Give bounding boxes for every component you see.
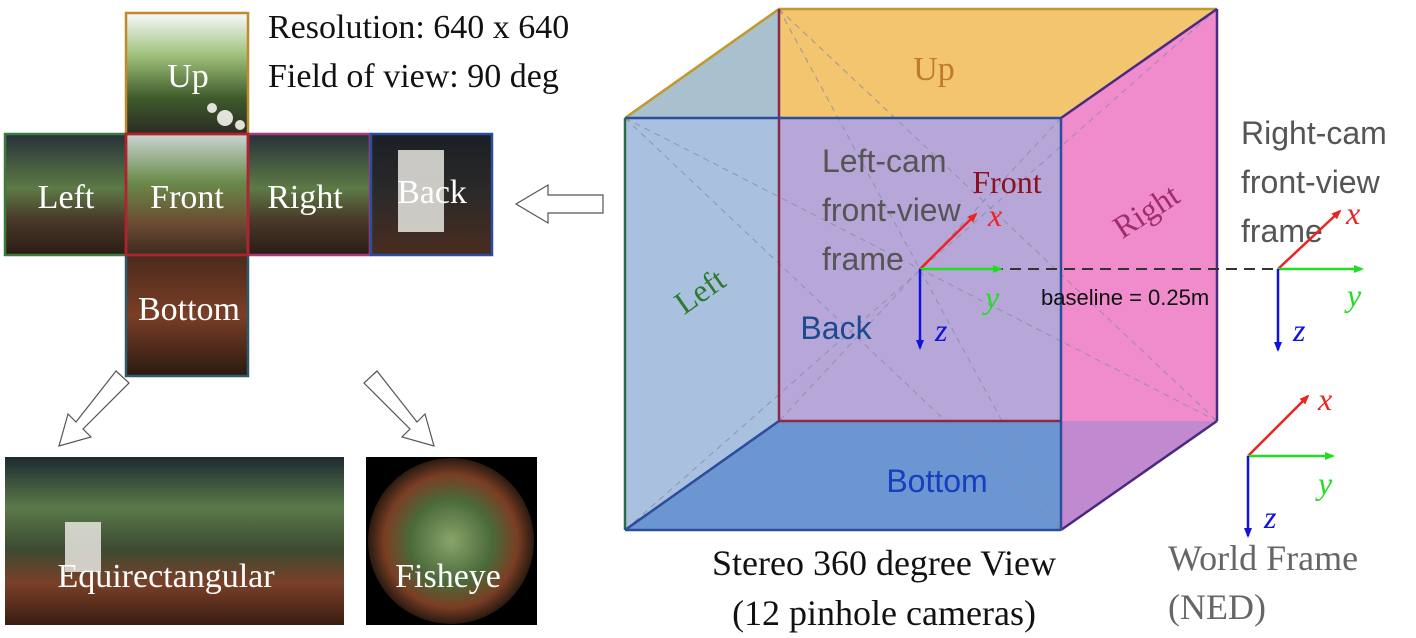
right-cam-z-label: z — [1292, 312, 1306, 348]
left-cam-label-line2: front-view — [822, 192, 962, 228]
cube-left-panel — [625, 118, 779, 530]
world-frame-axes: x y z — [1244, 381, 1335, 538]
cubemap-bottom-face — [124, 253, 250, 378]
hollow-arrow-to-equirect — [58, 370, 130, 447]
fisheye-label: Fisheye — [395, 558, 501, 595]
right-cam-x-label: x — [1345, 195, 1360, 231]
cube-bottom-front — [625, 421, 1061, 530]
left-cam-label-line3: frame — [822, 241, 904, 277]
cubemap-back-label: Back — [397, 174, 467, 211]
cubemap-left-face — [3, 132, 129, 257]
cube-caption-line2: (12 pinhole cameras) — [732, 593, 1036, 633]
cubemap-up-label: Up — [167, 58, 209, 95]
hollow-arrow-left — [514, 183, 604, 225]
resolution-text: Resolution: 640 x 640 — [268, 9, 569, 46]
left-cam-axes: x y z — [916, 197, 1003, 350]
fisheye-image: Fisheye — [366, 457, 537, 625]
cube-edges — [623, 7, 1219, 532]
right-cam-x-axis-arrow — [1277, 209, 1342, 270]
cubemap-right-label: Right — [267, 179, 343, 216]
cubemap-left-label: Left — [38, 179, 95, 216]
cubemap-front-label: Front — [150, 179, 224, 216]
cubemap-cross: Up Left Front Right Back Bottom — [3, 11, 494, 378]
right-cam-label-line2: front-view — [1241, 164, 1381, 200]
world-x-axis-arrow — [1247, 394, 1310, 457]
world-frame-label-line2: (NED) — [1168, 587, 1266, 627]
left-cam-x-label: x — [987, 197, 1002, 233]
left-cam-z-label: z — [934, 312, 948, 348]
world-x-label: x — [1317, 381, 1332, 417]
cube-bottom-label: Bottom — [886, 463, 987, 499]
cube-caption-line1: Stereo 360 degree View — [712, 543, 1056, 583]
left-cam-x-axis-arrow — [919, 212, 978, 270]
equirectangular-label: Equirectangular — [57, 558, 275, 595]
front-face-highlight — [124, 132, 250, 257]
world-frame-label-line1: World Frame — [1168, 538, 1358, 578]
up-face-light — [207, 103, 217, 113]
right-cam-axes: x y z — [1274, 195, 1364, 352]
right-cam-label-line1: Right-cam — [1241, 115, 1387, 151]
cubemap-bottom-label: Bottom — [138, 291, 240, 328]
left-cam-y-label: y — [982, 279, 1000, 315]
back-face-sign — [398, 150, 444, 232]
cube-up-label: Up — [913, 51, 955, 88]
up-face-light — [217, 110, 233, 126]
equirectangular-image: Equirectangular — [5, 457, 344, 625]
hollow-arrow-to-fisheye — [363, 370, 435, 447]
right-cam-label-line3: frame — [1241, 213, 1323, 249]
baseline-label: baseline = 0.25m — [1041, 285, 1209, 310]
cube-back-label: Back — [800, 310, 872, 346]
world-y-label: y — [1315, 465, 1333, 501]
field-of-view-text: Field of view: 90 deg — [268, 58, 559, 95]
left-cam-label-line1: Left-cam — [822, 143, 946, 179]
stereo-cube: Up Front Right Left Back Bottom Left-cam… — [623, 7, 1219, 532]
up-face-light — [235, 120, 245, 130]
world-z-label: z — [1263, 499, 1277, 535]
right-cam-y-label: y — [1344, 277, 1362, 313]
cube-front-label: Front — [972, 164, 1041, 200]
